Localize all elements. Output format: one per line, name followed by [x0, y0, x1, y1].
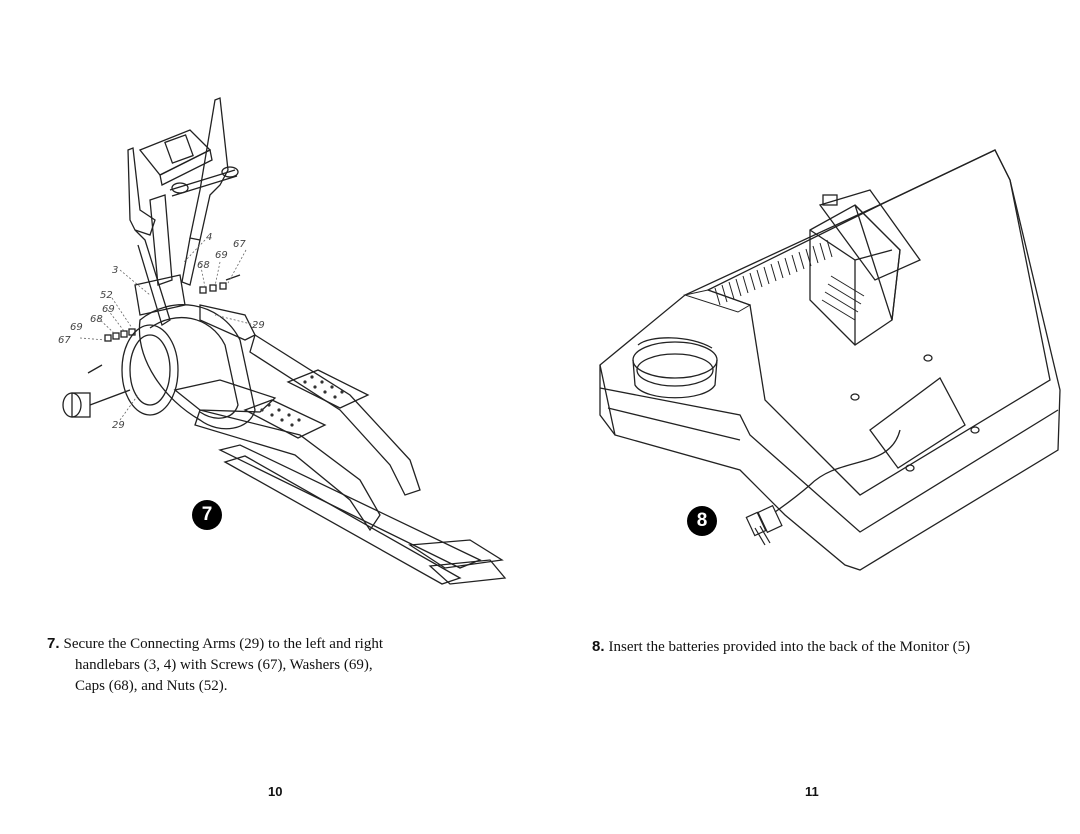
right-page: 8 8.Insert the batteries provided into t…: [540, 0, 1080, 834]
svg-text:68: 68: [90, 314, 103, 325]
svg-text:69: 69: [70, 322, 83, 333]
step-8-text: Insert the batteries provided into the b…: [608, 639, 971, 655]
step-8-number: 8.: [592, 638, 605, 655]
step-7-number: 7.: [47, 635, 60, 652]
svg-text:69: 69: [102, 304, 115, 315]
svg-text:69: 69: [215, 250, 228, 261]
step-8-instruction: 8.Insert the batteries provided into the…: [592, 636, 1072, 658]
svg-text:4: 4: [206, 232, 212, 243]
part-label-67: 67: [233, 239, 246, 250]
page-number-10: 10: [268, 784, 283, 799]
step-7-instruction: 7.Secure the Connecting Arms (29) to the…: [47, 633, 517, 697]
svg-text:3: 3: [112, 265, 118, 276]
step-7-line-1: Secure the Connecting Arms (29) to the l…: [63, 636, 384, 652]
page-number-11: 11: [805, 784, 819, 799]
step-7-line-2: handlebars (3, 4) with Screws (67), Wash…: [75, 657, 373, 673]
svg-text:68: 68: [197, 260, 210, 271]
left-page: 4 67 69 68 3 52 69 68 69 67 29 29 7 7.Se…: [47, 97, 517, 799]
monitor-back-diagram: [599, 149, 1061, 571]
figure-8-badge: 8: [687, 506, 717, 536]
step-7-line-3: Caps (68), and Nuts (52).: [75, 678, 228, 694]
svg-text:29: 29: [112, 420, 125, 431]
svg-text:67: 67: [58, 335, 71, 346]
svg-text:52: 52: [100, 290, 113, 301]
elliptical-trainer-diagram: 4 67 69 68 3 52 69 68 69 67 29 29: [58, 97, 507, 585]
figure-7-badge: 7: [192, 500, 222, 530]
svg-text:29: 29: [252, 320, 265, 331]
